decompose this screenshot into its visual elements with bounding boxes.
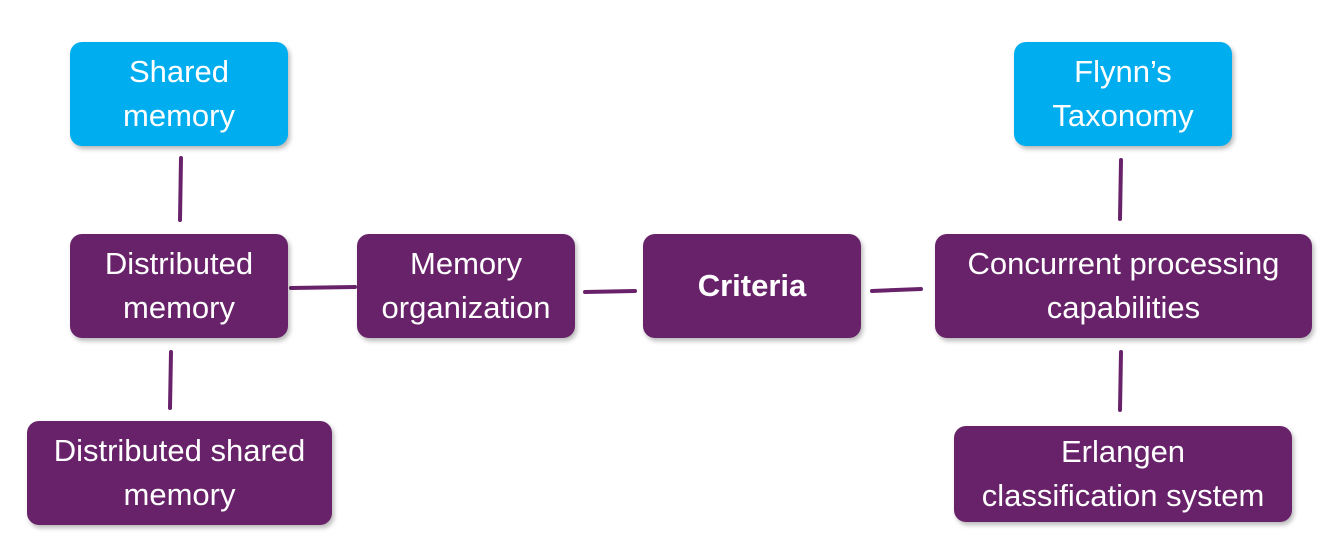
node-flynns-taxonomy: Flynn’s Taxonomy bbox=[1014, 42, 1232, 146]
node-erlangen-classification-system-label: Erlangen classification system bbox=[981, 434, 1265, 513]
node-distributed-shared-memory-label: Distributed shared memory bbox=[53, 433, 306, 512]
node-distributed-memory: Distributed memory bbox=[70, 234, 288, 338]
node-concurrent-processing-capabilities: Concurrent processing capabilities bbox=[935, 234, 1312, 338]
node-shared-memory-label: Shared memory bbox=[123, 54, 235, 133]
connector-criteria-to-concurrent bbox=[870, 287, 923, 293]
connector-concurrent-to-erlangen bbox=[1118, 350, 1123, 412]
node-erlangen-classification-system: Erlangen classification system bbox=[954, 426, 1292, 522]
node-concurrent-processing-capabilities-label: Concurrent processing capabilities bbox=[967, 246, 1280, 325]
connector-memorg-to-criteria bbox=[583, 289, 637, 294]
node-memory-organization-label: Memory organization bbox=[381, 246, 551, 325]
node-flynns-taxonomy-label: Flynn’s Taxonomy bbox=[1052, 54, 1194, 133]
node-criteria: Criteria bbox=[643, 234, 861, 338]
connector-distributed-to-dsm bbox=[168, 350, 173, 410]
node-memory-organization: Memory organization bbox=[357, 234, 575, 338]
node-distributed-shared-memory: Distributed shared memory bbox=[27, 421, 332, 525]
connector-concurrent-to-flynn bbox=[1118, 158, 1123, 221]
node-distributed-memory-label: Distributed memory bbox=[104, 246, 254, 325]
connector-shared-to-distributed bbox=[178, 156, 183, 222]
connector-distributed-to-memorg bbox=[289, 285, 357, 290]
node-criteria-label: Criteria bbox=[697, 268, 807, 303]
node-shared-memory: Shared memory bbox=[70, 42, 288, 146]
